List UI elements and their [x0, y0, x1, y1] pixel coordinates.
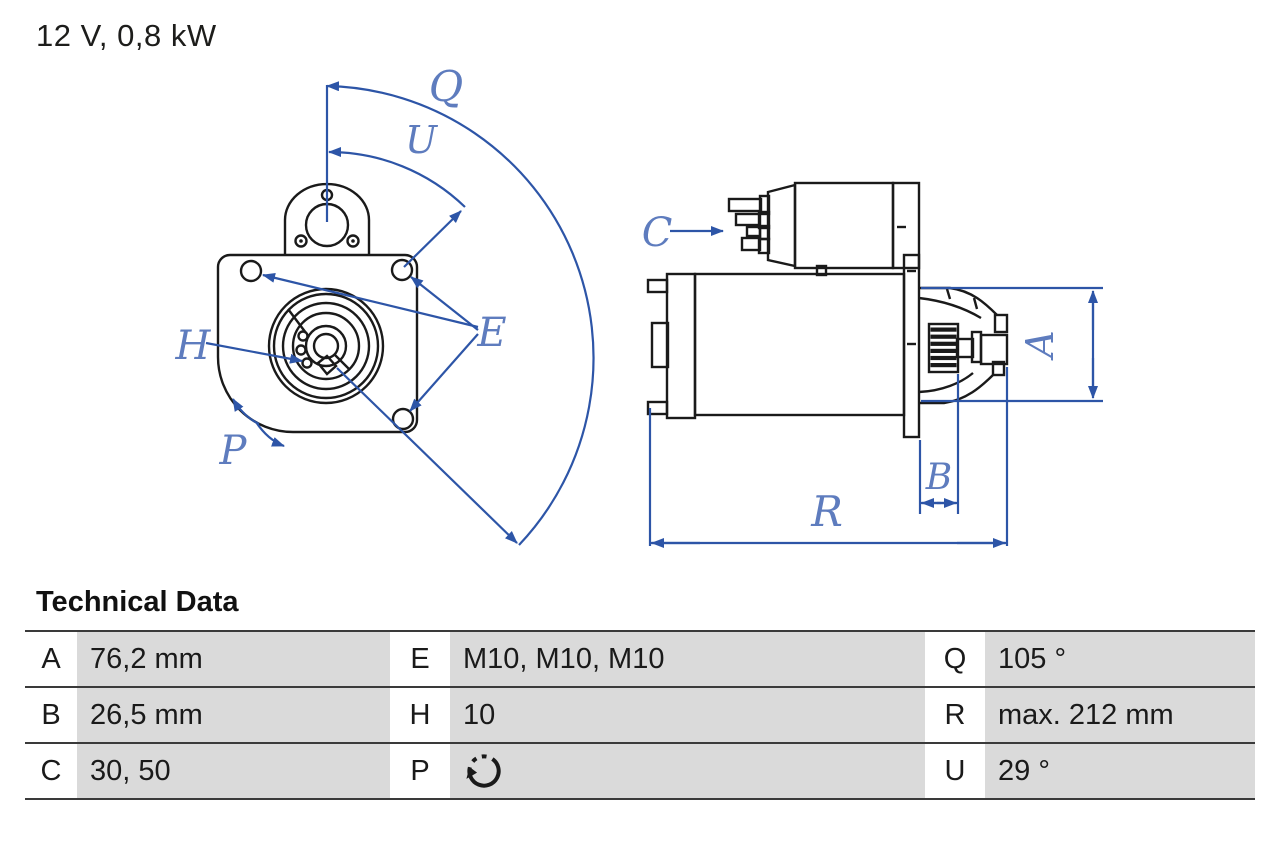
- dim-label-p: P: [219, 428, 248, 474]
- terminal-stud: [734, 212, 762, 227]
- flange-hole-top-left: [239, 259, 263, 283]
- dim-label-b: B: [925, 457, 952, 498]
- e-leader-bottom-right: [409, 333, 479, 412]
- mounting-flange-outline: [216, 253, 419, 434]
- drive-housing-top: [919, 286, 998, 316]
- angle-u-radial: [403, 210, 462, 268]
- pinion-tooth-bump: [295, 344, 307, 356]
- solenoid-end-cap: [891, 181, 921, 270]
- dim-label-r: R: [810, 487, 843, 536]
- solenoid-body: [793, 181, 895, 270]
- dimension-lines: [205, 81, 1103, 548]
- motor-body: [693, 272, 906, 417]
- table-value-q: 105 °: [985, 632, 1255, 686]
- table-row: A 76,2 mm E M10, M10, M10 Q 105 °: [25, 630, 1255, 686]
- table-row: C 30, 50 P U 29 °: [25, 742, 1255, 798]
- dim-label-a: A: [1018, 330, 1062, 360]
- dim-label-u: U: [405, 118, 439, 162]
- gear-notch-line: [333, 353, 351, 371]
- technical-drawing: Q U E H P C A B R: [175, 62, 1103, 548]
- motor-end-cap: [665, 272, 697, 420]
- table-heading: Technical Data: [36, 586, 239, 618]
- table-value-u: 29 °: [985, 744, 1255, 798]
- dim-label-q: Q: [429, 62, 463, 111]
- table-key-p: P: [390, 744, 450, 798]
- mounting-flange-edge: [902, 253, 921, 439]
- angle-q-arc: [326, 81, 595, 546]
- front-view: [216, 182, 419, 434]
- page-title: 12 V, 0,8 kW: [36, 18, 217, 53]
- table-value-h: 10: [450, 688, 925, 742]
- table-key-e: E: [390, 632, 450, 686]
- table-key-h: H: [390, 688, 450, 742]
- pinion-bottom-tooth: [316, 354, 338, 376]
- terminal-stud: [727, 197, 763, 213]
- h-leader: [205, 341, 303, 364]
- table-value-p: [450, 744, 925, 798]
- technical-data-table: A 76,2 mm E M10, M10, M10 Q 105 ° B 26,5…: [25, 630, 1255, 800]
- table-value-a: 76,2 mm: [77, 632, 390, 686]
- bracket-right-hole: [346, 234, 360, 248]
- table-key-r: R: [925, 688, 985, 742]
- p-rotation-arrow-up: [232, 398, 260, 425]
- table-value-c: 30, 50: [77, 744, 390, 798]
- flange-hole-bottom-right: [391, 407, 415, 431]
- bearing-ring-outer: [267, 287, 385, 405]
- shaft-nut: [979, 333, 1009, 366]
- dim-label-e: E: [476, 310, 506, 356]
- table-key-c: C: [25, 744, 77, 798]
- e-leader-top-right: [410, 276, 479, 331]
- angle-q-radial: [336, 367, 518, 544]
- dim-label-c: C: [642, 210, 673, 256]
- table-key-u: U: [925, 744, 985, 798]
- terminal-stud: [740, 236, 762, 252]
- shaft-hub: [955, 337, 975, 359]
- pinion-teeth-stripes: [930, 327, 957, 368]
- rotation-direction-icon: [466, 754, 501, 788]
- drive-housing-bottom: [919, 373, 995, 405]
- end-cap-tab-top: [646, 278, 669, 294]
- table-key-q: Q: [925, 632, 985, 686]
- solenoid-cone: [766, 183, 797, 268]
- table-key-b: B: [25, 688, 77, 742]
- solenoid-bracket: [815, 264, 828, 277]
- end-cap-bump: [650, 321, 670, 369]
- flange-hole-top-right: [390, 258, 414, 282]
- gear-section-line: [287, 308, 307, 334]
- side-view: [646, 181, 1009, 439]
- table-key-a: A: [25, 632, 77, 686]
- e-leader-top-left: [262, 272, 479, 329]
- table-value-e: M10, M10, M10: [450, 632, 925, 686]
- table-value-r: max. 212 mm: [985, 688, 1255, 742]
- table-row: B 26,5 mm H 10 R max. 212 mm: [25, 686, 1255, 742]
- bracket-left-hole: [294, 234, 308, 248]
- p-rotation-arrow-down: [255, 421, 285, 448]
- dim-label-h: H: [175, 323, 212, 369]
- table-value-b: 26,5 mm: [77, 688, 390, 742]
- dimension-labels: Q U E H P C A B R: [175, 62, 1062, 536]
- angle-u-arc: [328, 147, 466, 208]
